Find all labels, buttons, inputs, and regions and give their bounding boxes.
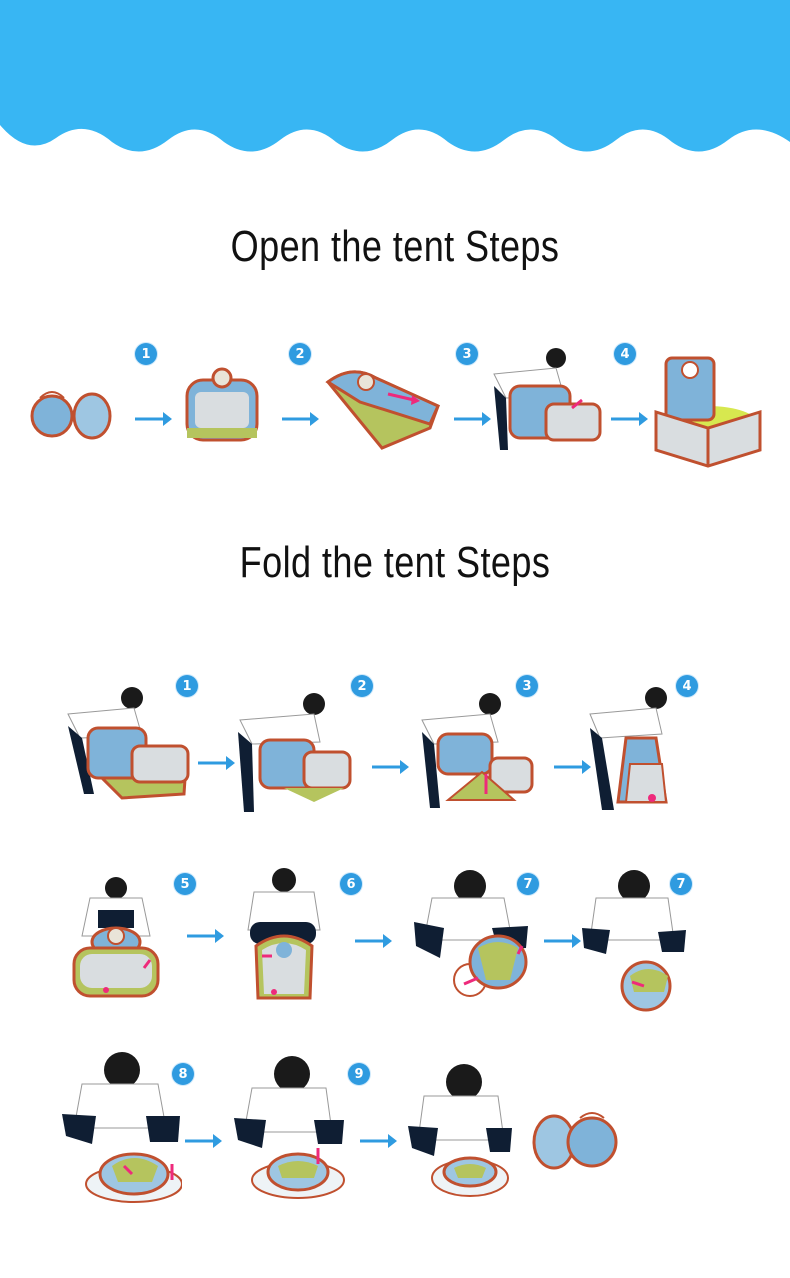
fold-step-badge: 6 bbox=[340, 873, 362, 895]
folded-tent-result-image bbox=[528, 1110, 620, 1170]
open-step-badge: 3 bbox=[456, 343, 478, 365]
open-steps-title: Open the tent Steps bbox=[71, 222, 719, 272]
fold-step-7a-image bbox=[414, 868, 534, 998]
fold-step-badge: 9 bbox=[348, 1063, 370, 1085]
right-arrow-icon bbox=[358, 1132, 398, 1150]
right-arrow-icon bbox=[609, 410, 649, 428]
right-arrow-icon bbox=[370, 758, 410, 776]
fold-step-6-image bbox=[240, 866, 326, 1006]
right-arrow-icon bbox=[280, 410, 320, 428]
fold-steps-title: Fold the tent Steps bbox=[71, 538, 719, 588]
open-step-badge: 4 bbox=[614, 343, 636, 365]
fold-step-badge: 2 bbox=[351, 675, 373, 697]
fold-step-1-image bbox=[62, 684, 192, 800]
open-step-4-image bbox=[652, 354, 764, 472]
open-step-badge: 2 bbox=[289, 343, 311, 365]
fold-step-8-image bbox=[62, 1050, 182, 1206]
fold-step-7b-image bbox=[582, 868, 690, 1012]
right-arrow-icon bbox=[353, 932, 393, 950]
fold-step-4-image bbox=[586, 684, 672, 814]
right-arrow-icon bbox=[183, 1132, 223, 1150]
open-step-1-image bbox=[183, 366, 261, 444]
right-arrow-icon bbox=[185, 927, 225, 945]
open-step-2-image bbox=[322, 362, 442, 450]
fold-step-final-image bbox=[408, 1062, 512, 1200]
right-arrow-icon bbox=[196, 754, 236, 772]
open-step-3-image bbox=[486, 346, 604, 456]
fold-step-2-image bbox=[234, 690, 354, 816]
top-banner bbox=[0, 0, 790, 160]
right-arrow-icon bbox=[542, 932, 582, 950]
fold-step-5-image bbox=[70, 876, 162, 1000]
fold-step-badge: 5 bbox=[174, 873, 196, 895]
right-arrow-icon bbox=[133, 410, 173, 428]
folded-tent-image bbox=[30, 388, 114, 444]
fold-step-9-image bbox=[234, 1054, 346, 1202]
fold-step-badge: 4 bbox=[676, 675, 698, 697]
open-step-badge: 1 bbox=[135, 343, 157, 365]
fold-step-3-image bbox=[418, 690, 536, 812]
